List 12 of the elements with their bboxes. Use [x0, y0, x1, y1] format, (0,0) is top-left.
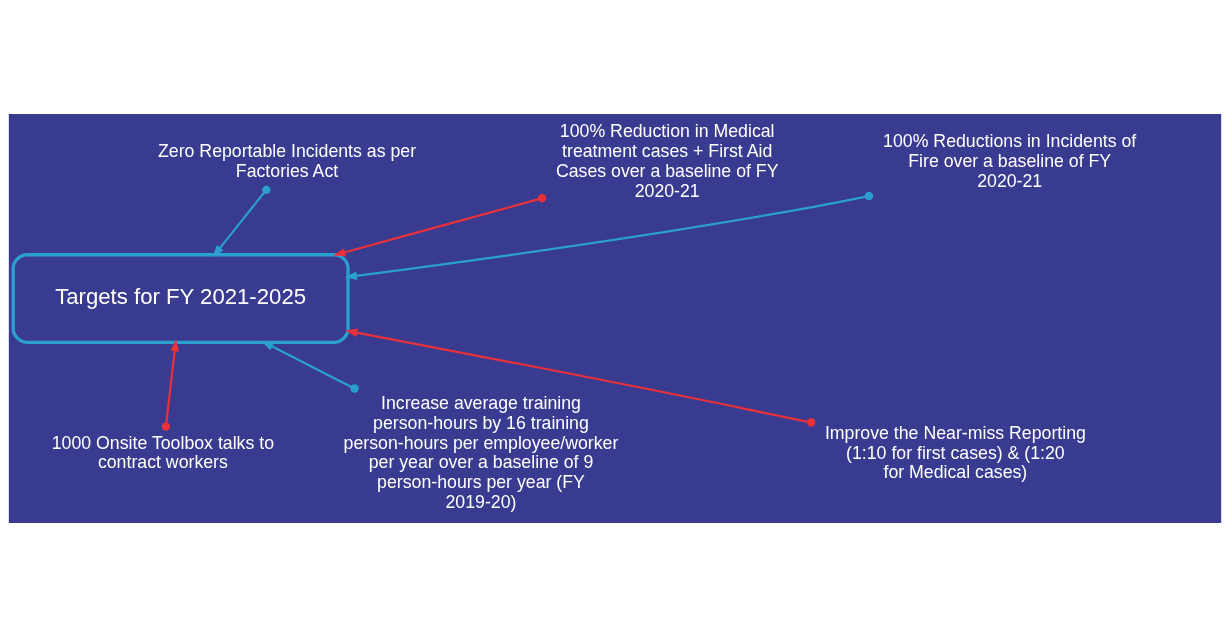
node-box: Targets for FY 2021-2025	[11, 253, 350, 344]
arrow	[161, 339, 179, 431]
node-text: 100% Reductions in Incidents of Fire over a baseline of FY 2020-21	[883, 131, 1137, 191]
node-text: Zero Reportable Incidents as per Factories Act	[158, 141, 417, 181]
node-text: 1000 Onsite Toolbox talks to contract workers	[51, 432, 275, 473]
arrow	[345, 328, 816, 427]
arrow	[212, 185, 271, 258]
arrow	[344, 191, 874, 280]
node-text: 100% Reduction in Medical treatment cases + First Aid Cases over a baseline of FY 2020-21	[555, 121, 779, 201]
node-text: Improve the Near-miss Reporting (1:10 for first cases) & (1:20 for Medical cases)	[824, 422, 1086, 483]
node-text: Increase average training person-hours by 16 training person-hours per employee/worker per year over a baseline of 9 person-hours per year (FY 2019-20)	[343, 392, 619, 513]
arrow	[333, 194, 547, 257]
